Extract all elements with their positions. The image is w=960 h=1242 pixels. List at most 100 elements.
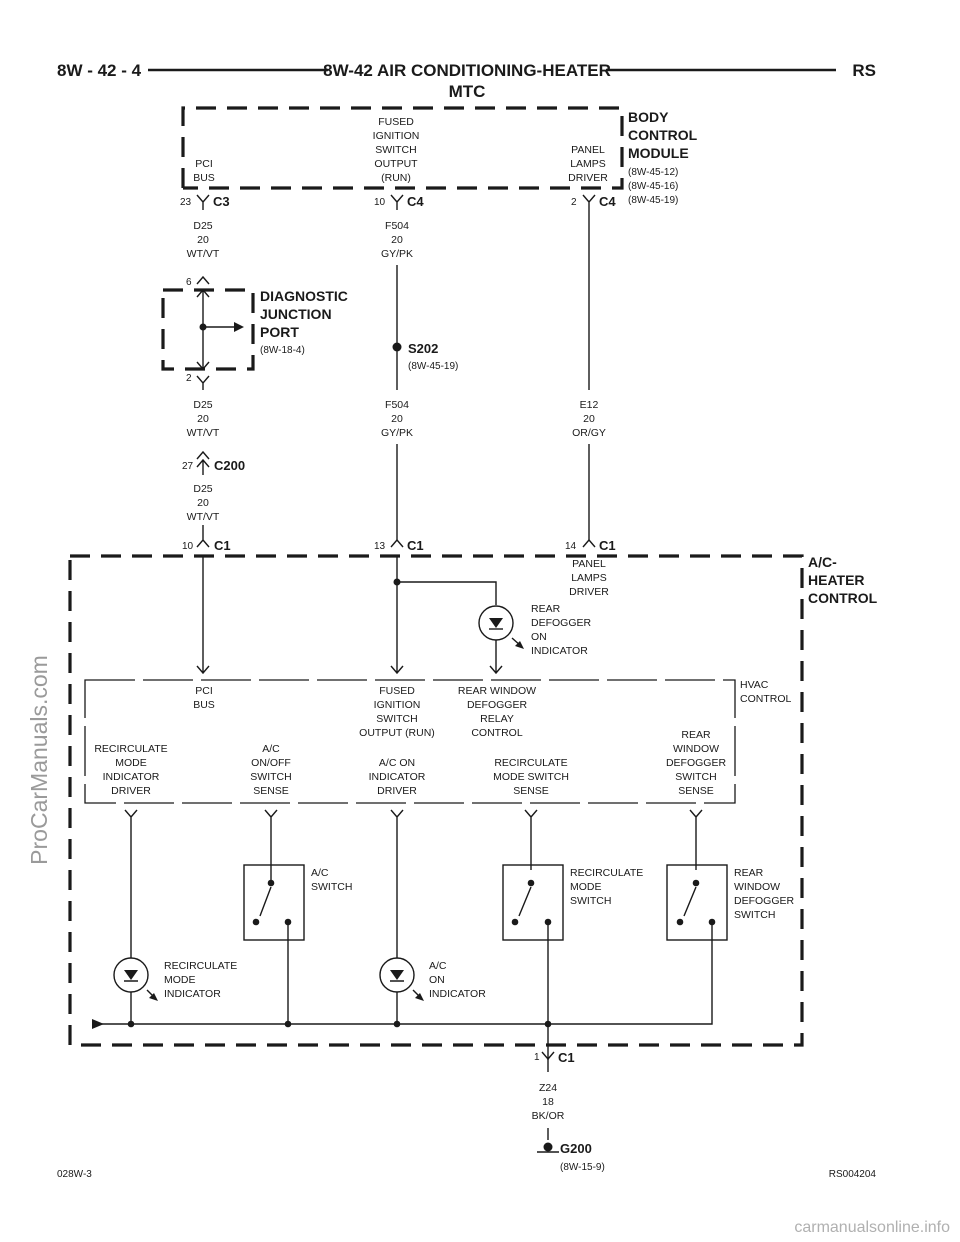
svg-text:2: 2 [571,197,577,208]
svg-text:WT/VT: WT/VT [187,427,220,439]
svg-text:INDICATOR: INDICATOR [429,988,486,1000]
svg-text:INDICATOR: INDICATOR [164,988,221,1000]
watermark-side: ProCarManuals.com [26,655,52,865]
svg-text:DEFOGGER: DEFOGGER [666,757,727,769]
svg-text:REAR: REAR [531,603,561,615]
svg-text:A/C: A/C [429,960,447,972]
svg-text:DRIVER: DRIVER [377,785,417,797]
svg-text:C1: C1 [558,1050,575,1065]
svg-text:DRIVER: DRIVER [569,586,609,598]
svg-text:INDICATOR: INDICATOR [103,771,160,783]
svg-text:23: 23 [180,197,192,208]
svg-text:C1: C1 [599,538,616,553]
svg-text:CONTROL: CONTROL [628,127,698,143]
svg-text:SWITCH: SWITCH [375,144,416,156]
svg-text:PCI: PCI [195,685,213,697]
bcm-pin-panel: PANEL [571,144,605,156]
svg-text:SWITCH: SWITCH [734,909,775,921]
wire-d25-lower: D25 20 WT/VT [187,483,220,523]
svg-text:Z24: Z24 [539,1082,557,1094]
svg-text:LAMPS: LAMPS [570,158,606,170]
svg-text:RELAY: RELAY [480,713,514,725]
svg-text:FUSED: FUSED [379,685,415,697]
svg-text:DRIVER: DRIVER [111,785,151,797]
svg-text:(8W-45-12): (8W-45-12) [628,167,678,178]
page-number: 8W - 42 - 4 [57,61,142,80]
svg-text:C4: C4 [407,194,424,209]
svg-text:DEFOGGER: DEFOGGER [531,617,592,629]
svg-text:GY/PK: GY/PK [381,427,413,439]
svg-text:S202: S202 [408,341,438,356]
svg-text:C1: C1 [214,538,231,553]
figure-id: 028W-3 [57,1169,92,1180]
svg-text:(8W-18-4): (8W-18-4) [260,345,305,356]
svg-text:BODY: BODY [628,109,669,125]
svg-text:(8W-45-19): (8W-45-19) [628,195,678,206]
rear-window-defogger-switch: REAR WINDOW DEFOGGER SWITCH [548,864,795,1025]
wire-e12: E12 20 OR/GY [572,399,606,439]
wire-z24: Z24 18 BK/OR [532,1082,565,1122]
svg-text:DRIVER: DRIVER [568,172,608,184]
svg-text:OUTPUT (RUN): OUTPUT (RUN) [359,727,435,739]
svg-text:20: 20 [391,234,403,246]
svg-text:2: 2 [186,373,192,384]
svg-text:D25: D25 [193,483,212,495]
svg-text:RECIRCULATE: RECIRCULATE [570,867,643,879]
svg-text:RECIRCULATE: RECIRCULATE [164,960,237,972]
svg-text:D25: D25 [193,399,212,411]
svg-text:10: 10 [374,197,386,208]
svg-text:6: 6 [186,277,192,288]
svg-text:C200: C200 [214,458,245,473]
svg-text:C3: C3 [213,194,230,209]
wire-d25-upper: D25 20 WT/VT [187,220,220,260]
svg-text:A/C ON: A/C ON [379,757,415,769]
svg-text:BUS: BUS [193,172,215,184]
svg-text:REAR: REAR [734,867,764,879]
svg-text:PANEL: PANEL [572,558,606,570]
svg-text:BK/OR: BK/OR [532,1110,565,1122]
svg-text:(8W-45-19): (8W-45-19) [408,361,458,372]
svg-text:JUNCTION: JUNCTION [260,306,332,322]
svg-text:27: 27 [182,461,194,472]
svg-text:PORT: PORT [260,324,299,340]
connector-c4-pin2: 2 C4 [571,194,616,210]
connector-c1-ground: 1 C1 [534,1050,575,1072]
svg-text:20: 20 [197,413,209,425]
wire-f504-upper: F504 20 GY/PK [381,220,413,260]
svg-text:IGNITION: IGNITION [374,699,421,711]
svg-text:MODE SWITCH: MODE SWITCH [493,771,569,783]
svg-text:WINDOW: WINDOW [673,743,719,755]
diagram-title: 8W-42 AIR CONDITIONING-HEATER [323,61,611,80]
svg-text:SENSE: SENSE [513,785,549,797]
svg-text:WINDOW: WINDOW [734,881,780,893]
svg-text:SWITCH: SWITCH [675,771,716,783]
wire-f504-lower: F504 20 GY/PK [381,399,413,439]
svg-text:ON: ON [429,974,445,986]
svg-text:IGNITION: IGNITION [373,130,420,142]
svg-text:INDICATOR: INDICATOR [531,645,588,657]
diagram-subtitle: MTC [449,82,486,101]
svg-text:C1: C1 [407,538,424,553]
svg-text:(RUN): (RUN) [381,172,411,184]
svg-text:BUS: BUS [193,699,215,711]
splice-s202: S202 (8W-45-19) [392,341,458,372]
svg-text:WT/VT: WT/VT [187,511,220,523]
svg-text:DIAGNOSTIC: DIAGNOSTIC [260,288,348,304]
svg-text:DEFOGGER: DEFOGGER [734,895,795,907]
watermark-bottom: carmanualsonline.info [794,1219,950,1236]
connector-c1-pin13: 13 C1 [374,538,424,553]
bcm-pin-pci: PCI [195,158,213,170]
connector-c4-pin10: 10 C4 [374,194,424,210]
svg-text:LAMPS: LAMPS [571,572,607,584]
svg-text:20: 20 [197,234,209,246]
svg-text:REAR: REAR [681,729,711,741]
svg-text:ON/OFF: ON/OFF [251,757,291,769]
ground-g200: G200 (8W-15-9) [537,1128,605,1173]
svg-text:10: 10 [182,541,194,552]
svg-text:GY/PK: GY/PK [381,248,413,260]
connector-c1-pin10: 10 C1 [182,525,231,553]
svg-text:CONTROL: CONTROL [808,590,878,606]
svg-text:MODE: MODE [570,881,602,893]
svg-text:RECIRCULATE: RECIRCULATE [494,757,567,769]
svg-text:C4: C4 [599,194,616,209]
